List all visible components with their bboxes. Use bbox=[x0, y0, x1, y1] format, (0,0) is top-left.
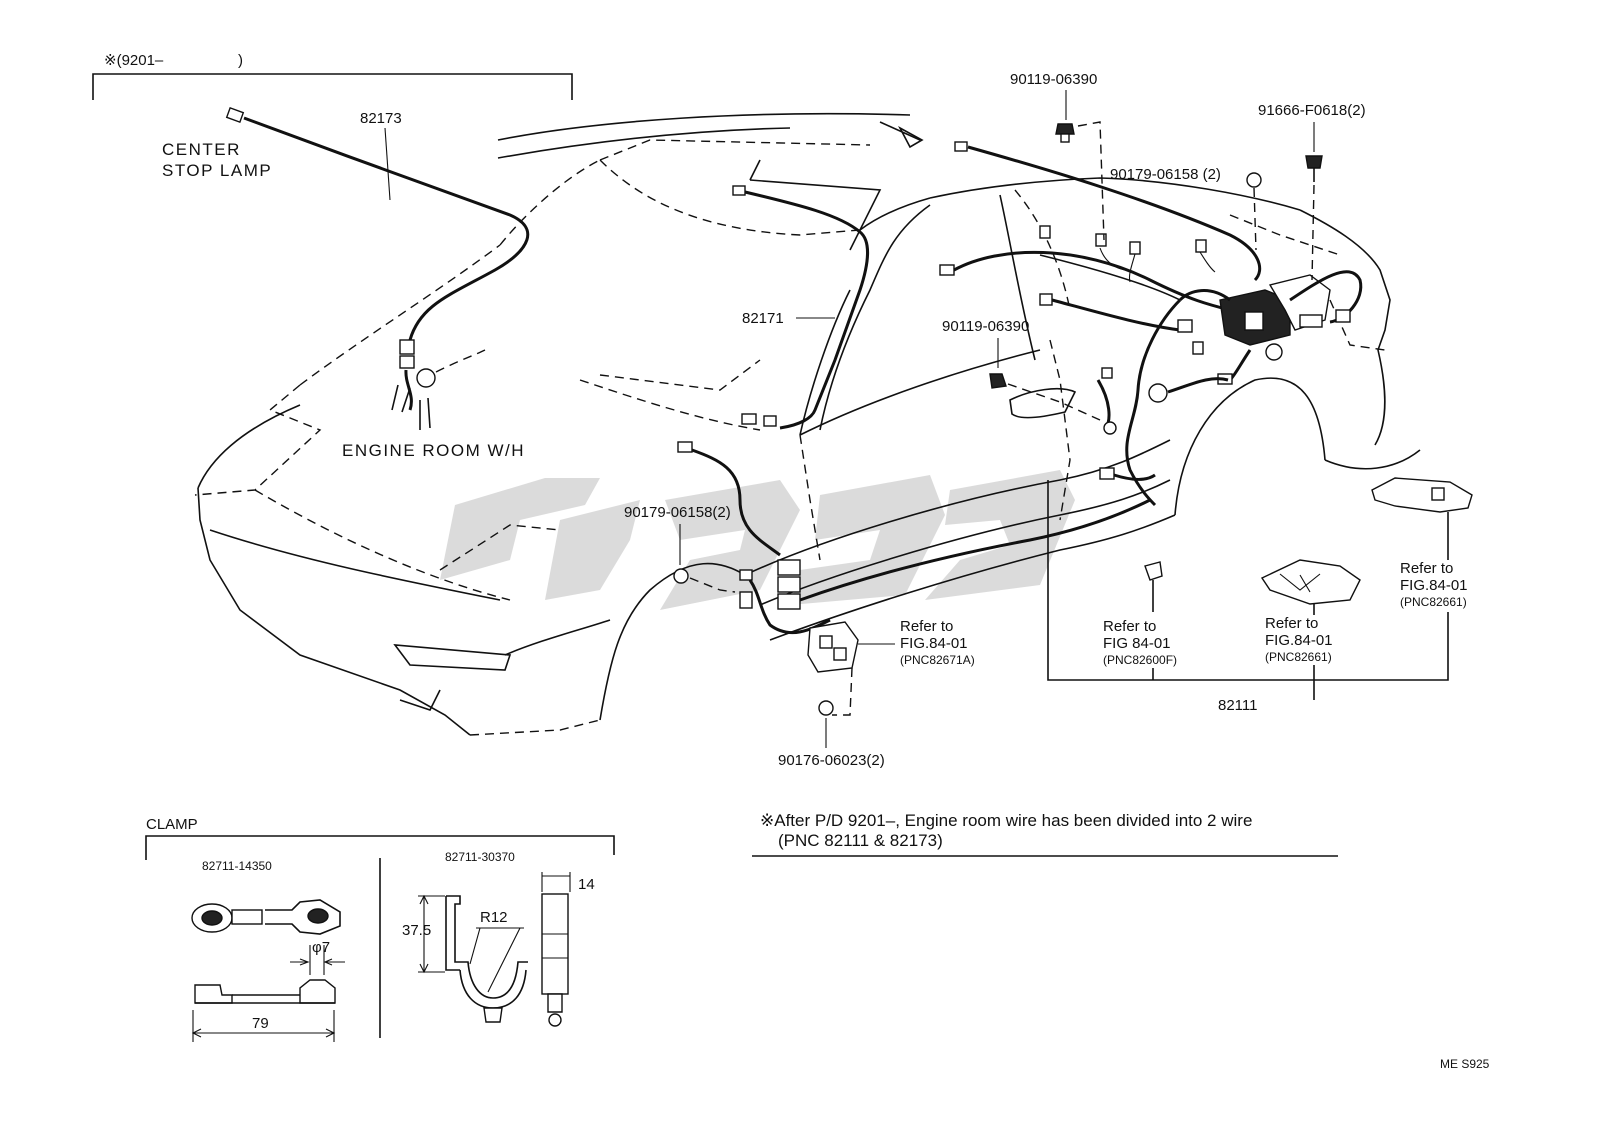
clamp-right-part: 82711-30370 bbox=[445, 850, 515, 864]
fasteners: 90119-06390 90179-06158 (2) 91666-F0618(… bbox=[624, 71, 1366, 769]
clamp-left-part: 82711-14350 bbox=[202, 859, 272, 873]
footnote-line1: ※After P/D 9201–, Engine room wire has b… bbox=[760, 811, 1252, 830]
clamp-dim-height: 37.5 bbox=[402, 922, 431, 939]
header-note-close: ) bbox=[238, 52, 243, 69]
part-90119-06390-top: 90119-06390 bbox=[1010, 71, 1097, 88]
part-90179-06158-rear: 90179-06158 (2) bbox=[1110, 166, 1221, 183]
ref-3-line1: Refer to bbox=[1265, 615, 1318, 632]
car-body-outline bbox=[194, 112, 1421, 736]
clamp-dim-radius: R12 bbox=[480, 909, 508, 926]
refer-block-1: Refer to FIG.84-01 (PNC82671A) bbox=[900, 618, 975, 667]
part-91666-F0618: 91666-F0618(2) bbox=[1258, 102, 1366, 119]
ref-4-line2: FIG.84-01 bbox=[1400, 577, 1468, 594]
ref-3-line2: FIG.84-01 bbox=[1265, 632, 1333, 649]
watermark-logo bbox=[440, 470, 1075, 610]
ref-4-pnc: (PNC82661) bbox=[1400, 595, 1467, 609]
clamp-section: CLAMP 82711-14350 φ7 79 82711-30370 37.5 bbox=[145, 816, 615, 1042]
ref-4-line1: Refer to bbox=[1400, 560, 1453, 577]
clamp-dim-width: 79 bbox=[252, 1015, 269, 1032]
main-wire-82111: Refer to FIG 84-01 (PNC82600F) Refer to … bbox=[1047, 477, 1473, 714]
center-stop-lamp-label-2: STOP LAMP bbox=[162, 161, 272, 180]
engine-room-wh-label: ENGINE ROOM W/H bbox=[342, 441, 525, 460]
part-82173: 82173 bbox=[360, 110, 402, 127]
center-stop-lamp-label-1: CENTER bbox=[162, 140, 241, 159]
ref-3-pnc: (PNC82661) bbox=[1265, 650, 1332, 664]
clamp-dim-phi: φ7 bbox=[312, 939, 330, 956]
ref-2-line2: FIG 84-01 bbox=[1103, 635, 1171, 652]
header-bracket: ※(9201– ) bbox=[92, 52, 573, 100]
ref-2-line1: Refer to bbox=[1103, 618, 1156, 635]
ref-2-pnc: (PNC82600F) bbox=[1103, 653, 1177, 667]
footnote: ※After P/D 9201–, Engine room wire has b… bbox=[752, 811, 1338, 857]
clamp-title: CLAMP bbox=[146, 816, 198, 833]
part-90119-06390-mid: 90119-06390 bbox=[942, 318, 1029, 335]
ref-1-pnc: (PNC82671A) bbox=[900, 653, 975, 667]
page-code: ME S925 bbox=[1440, 1057, 1490, 1071]
part-82111: 82111 bbox=[1218, 697, 1258, 714]
header-note-mark: ※(9201– bbox=[104, 52, 164, 69]
ref-1-line2: FIG.84-01 bbox=[900, 635, 968, 652]
clamp-dim-thick: 14 bbox=[578, 876, 595, 893]
footnote-line2: (PNC 82111 & 82173) bbox=[778, 831, 943, 850]
center-stop-lamp-wire: 82173 CENTER STOP LAMP ENGINE ROOM W/H bbox=[162, 107, 530, 460]
ref-1-line1: Refer to bbox=[900, 618, 953, 635]
part-82171: 82171 bbox=[742, 310, 784, 327]
part-90179-06158-front: 90179-06158(2) bbox=[624, 504, 731, 521]
harness-routing: 82171 bbox=[677, 141, 1363, 635]
part-90176-06023: 90176-06023(2) bbox=[778, 752, 885, 769]
